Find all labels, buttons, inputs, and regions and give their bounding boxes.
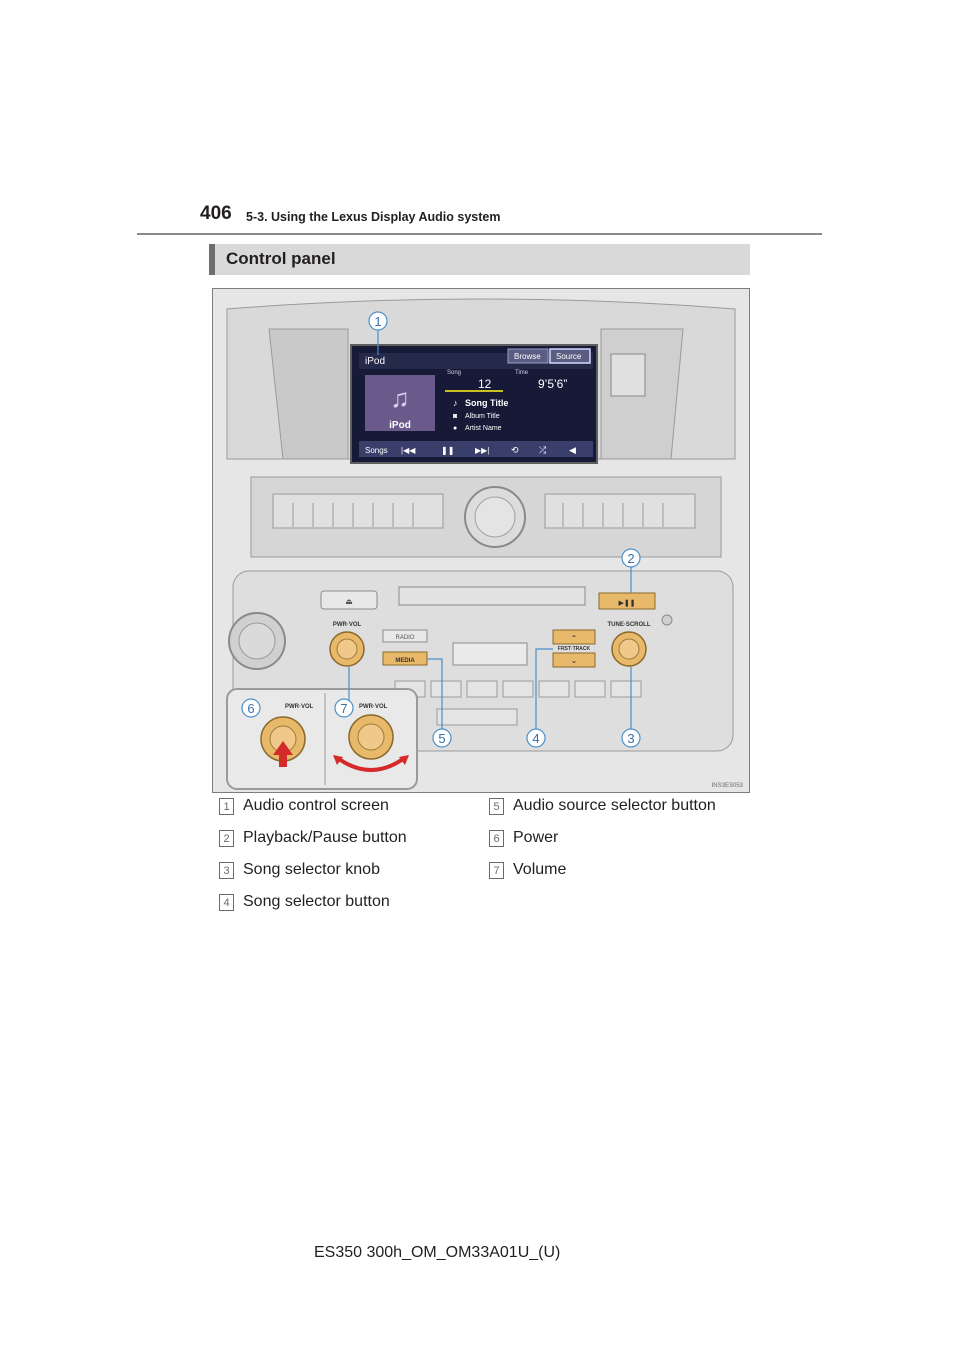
legend-number: 5 [489,798,504,815]
inset-left-label: PWR·VOL [285,704,314,710]
callout-7: 7 [340,701,347,716]
media-button-label: MEDIA [395,658,415,664]
source-tab [549,348,591,364]
song-number: 12 [478,377,492,391]
playback-pause-button [598,592,656,610]
legend-label: Song selector knob [243,861,380,878]
seek-up-button [552,629,596,645]
legend-number: 6 [489,830,504,847]
album-title: Album Title [465,413,500,420]
control-panel-illustration: iPod Browse Source Song Time 12 9’5’6” ♫… [212,288,750,793]
callout-1: 1 [374,314,381,329]
pause-icon: ❚❚ [441,446,454,455]
audio-control-screen: iPod Browse Source Song Time 12 9’5’6” ♫… [350,344,598,464]
songs-button-label: Songs [365,446,388,455]
footer-doc-code: ES350 300h_OM_OM33A01U_(U) [314,1244,561,1261]
repeat-icon: ⟲ [511,445,519,455]
legend-number: 7 [489,862,504,879]
callout-3: 3 [627,731,634,746]
play-pause-icon: ▶❚❚ [618,599,635,607]
song-label: Song [447,370,461,376]
browse-tab-label: Browse [514,352,541,361]
legend-label: Audio source selector button [513,797,716,814]
control-panel-heading-text: Control panel [226,249,336,268]
page-number: 406 [200,203,232,224]
time-value: 9’5’6” [538,377,567,391]
speaker-icon: ◀ [569,445,576,455]
legend-label: Playback/Pause button [243,829,407,846]
music-note-icon: ♫ [390,383,410,413]
callout-2: 2 [627,551,634,566]
browse-tab [507,348,549,364]
legend-label: Power [513,829,559,846]
chevron-down-icon: ⌄ [571,656,578,665]
legend-number: 3 [219,862,234,879]
seek-down-button [552,652,596,668]
previous-track-icon: |◀◀ [401,446,416,455]
artist-icon: ● [453,425,457,432]
radio-button-label: RADIO [395,635,414,641]
press-arrow-icon [273,741,293,767]
pwr-vol-label: PWR·VOL [333,622,362,628]
screen-source-label: iPod [365,356,385,367]
legend-number: 4 [219,894,234,911]
next-track-icon: ▶▶| [475,446,489,455]
album-icon: ◙ [453,413,457,420]
shuffle-icon: ⤮ [539,445,546,455]
eject-icon: ⏏ [345,597,353,606]
source-tab-label: Source [556,352,582,361]
header-rule [137,233,822,235]
tune-scroll-label: TUNE·SCROLL [608,622,651,628]
artwork-label: iPod [389,420,411,431]
inset-right-label: PWR·VOL [359,704,388,710]
legend-number: 1 [219,798,234,815]
artist-name: Artist Name [465,425,502,432]
time-label: Time [515,370,529,376]
chevron-up-icon: ⌃ [571,634,578,643]
legend-label: Volume [513,861,567,878]
callout-6: 6 [247,701,254,716]
section-title: 5-3. Using the Lexus Display Audio syste… [246,210,501,224]
callout-5: 5 [438,731,445,746]
legend-label: Audio control screen [243,797,389,814]
note-icon: ♪ [453,398,458,408]
image-code: INS3ES053 [712,783,744,789]
control-panel-heading: Control panel [209,244,750,275]
rotate-arrow-icon [337,757,405,772]
legend-number: 2 [219,830,234,847]
legend-label: Song selector button [243,893,390,910]
song-title: Song Title [465,398,508,408]
fwd-track-label: FRST·TRACK [558,646,591,652]
callout-4: 4 [532,731,539,746]
